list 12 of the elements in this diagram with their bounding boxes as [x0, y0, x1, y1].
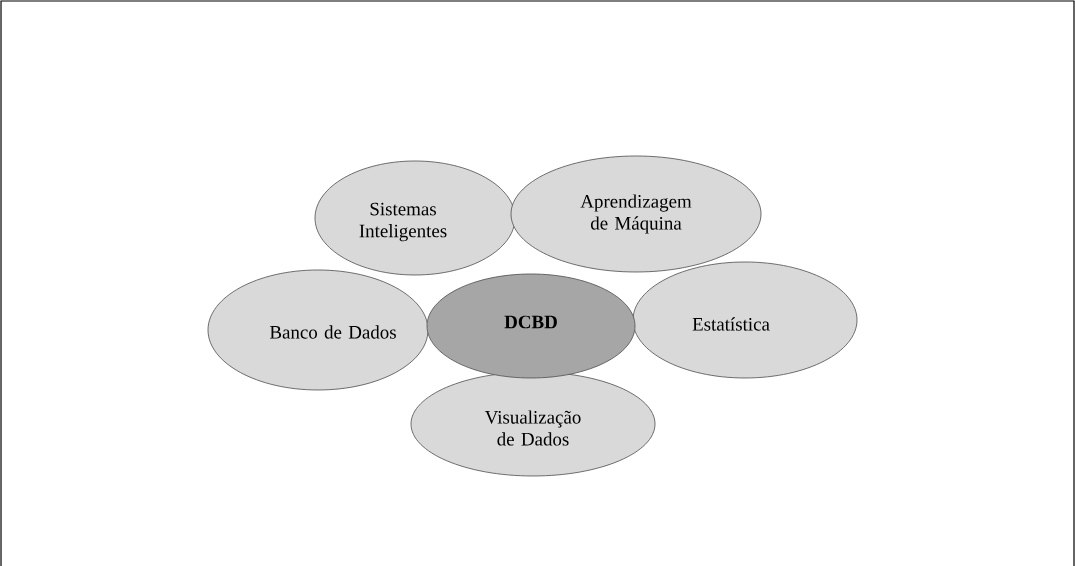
ellipse-label: Sistemas Inteligentes: [359, 202, 447, 242]
ellipse: [410, 371, 656, 477]
ellipse-label: Estatística: [692, 317, 770, 331]
ellipse: [207, 269, 429, 391]
ellipse-label: DCBD: [504, 315, 557, 329]
ellipse: [426, 273, 636, 379]
ellipse: [510, 155, 762, 273]
ellipse-label: Aprendizagem de Máquina: [580, 194, 692, 234]
ellipse-label: Banco de Dados: [269, 325, 396, 339]
ellipse: [632, 261, 858, 379]
ellipse: [314, 160, 516, 276]
ellipse-label: Visualização de Dados: [484, 410, 581, 446]
